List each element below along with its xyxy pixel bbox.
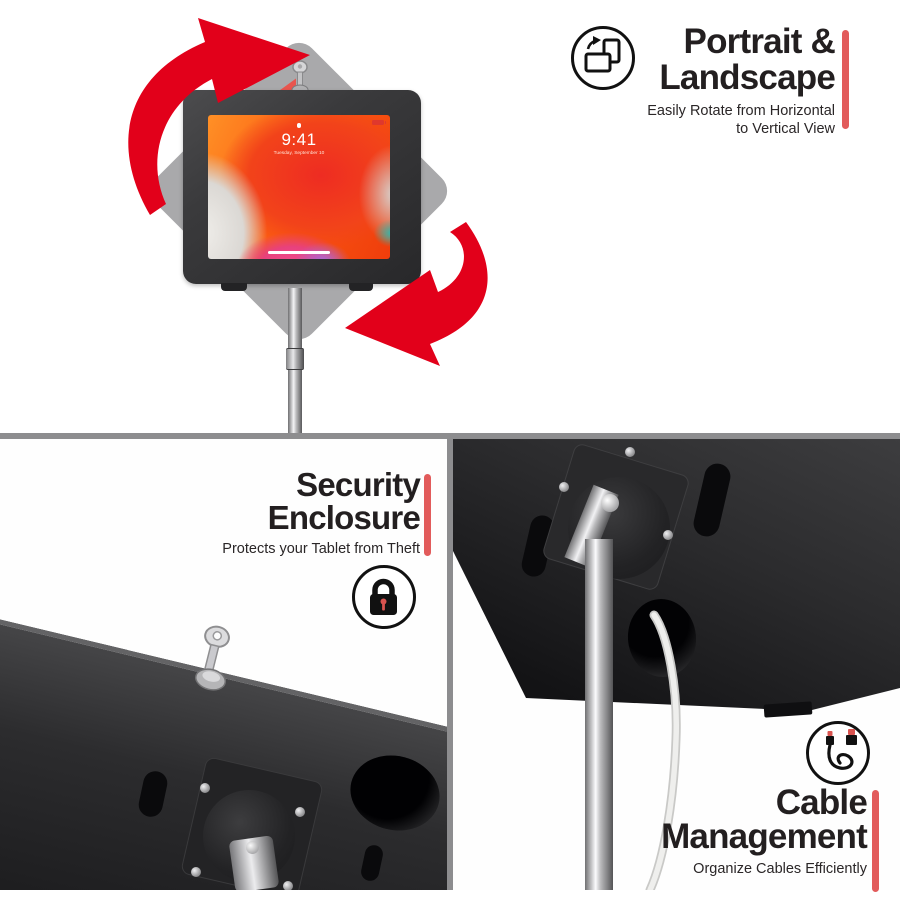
horizontal-divider <box>0 433 900 439</box>
cable-title-line2: Management <box>661 817 868 856</box>
screw <box>191 867 201 877</box>
security-accent-bar <box>424 474 431 556</box>
cable-subtitle: Organize Cables Efficiently <box>693 861 867 877</box>
home-indicator <box>268 250 330 254</box>
hinge-bolt <box>601 494 619 512</box>
cable-title-line1: Cable <box>775 783 868 822</box>
screw <box>283 881 293 890</box>
rotation-accent-bar <box>842 30 849 129</box>
vertical-divider <box>447 439 453 890</box>
rotation-subtitle: Easily Rotate from Horizontal to Vertica… <box>647 103 835 137</box>
security-title-line2: Enclosure <box>267 499 421 536</box>
cable-accent-bar <box>872 790 879 892</box>
rotation-title-line1: Portrait & <box>683 22 836 61</box>
security-subtitle: Protects your Tablet from Theft <box>222 541 420 557</box>
rotate-arrow-bottom-right <box>345 222 488 366</box>
security-key <box>195 625 230 691</box>
security-feature-text: Security Enclosure Protects your Tablet … <box>160 466 421 558</box>
rotation-arrows <box>128 18 488 366</box>
screw <box>625 447 635 457</box>
cable-photo <box>452 439 900 890</box>
stand-pole <box>585 539 613 890</box>
enclosure-foot-right <box>349 283 373 291</box>
usb-cable-icon <box>806 721 870 785</box>
lock-glyph <box>297 123 301 128</box>
rotation-photo: 9:41 Tuesday, September 10 Portrait & La <box>0 0 900 433</box>
security-photo <box>0 439 448 890</box>
padlock-icon <box>352 565 416 629</box>
enclosure-foot-left <box>221 283 247 291</box>
screw <box>559 482 569 492</box>
battery-icon <box>372 120 386 125</box>
cable-feature-text: Cable Management Organize Cables Efficie… <box>661 783 868 878</box>
screw <box>200 783 210 793</box>
screen-time: 9:41 <box>281 130 317 149</box>
portrait-landscape-rotate-icon <box>571 26 635 90</box>
pole-collar <box>286 348 304 370</box>
screen-date: Tuesday, September 10 <box>273 150 325 156</box>
hinge-bolt <box>246 841 259 854</box>
routed-cable <box>645 610 681 890</box>
rotation-feature-text: Portrait & Landscape Easily Rotate from … <box>647 22 836 138</box>
screw <box>295 807 305 817</box>
tablet-screen: 9:41 Tuesday, September 10 <box>208 115 390 259</box>
security-title-line1: Security <box>296 466 421 503</box>
rotate-arrow-top-left <box>128 18 310 215</box>
rotation-title-line2: Landscape <box>659 58 835 97</box>
screw <box>663 530 673 540</box>
